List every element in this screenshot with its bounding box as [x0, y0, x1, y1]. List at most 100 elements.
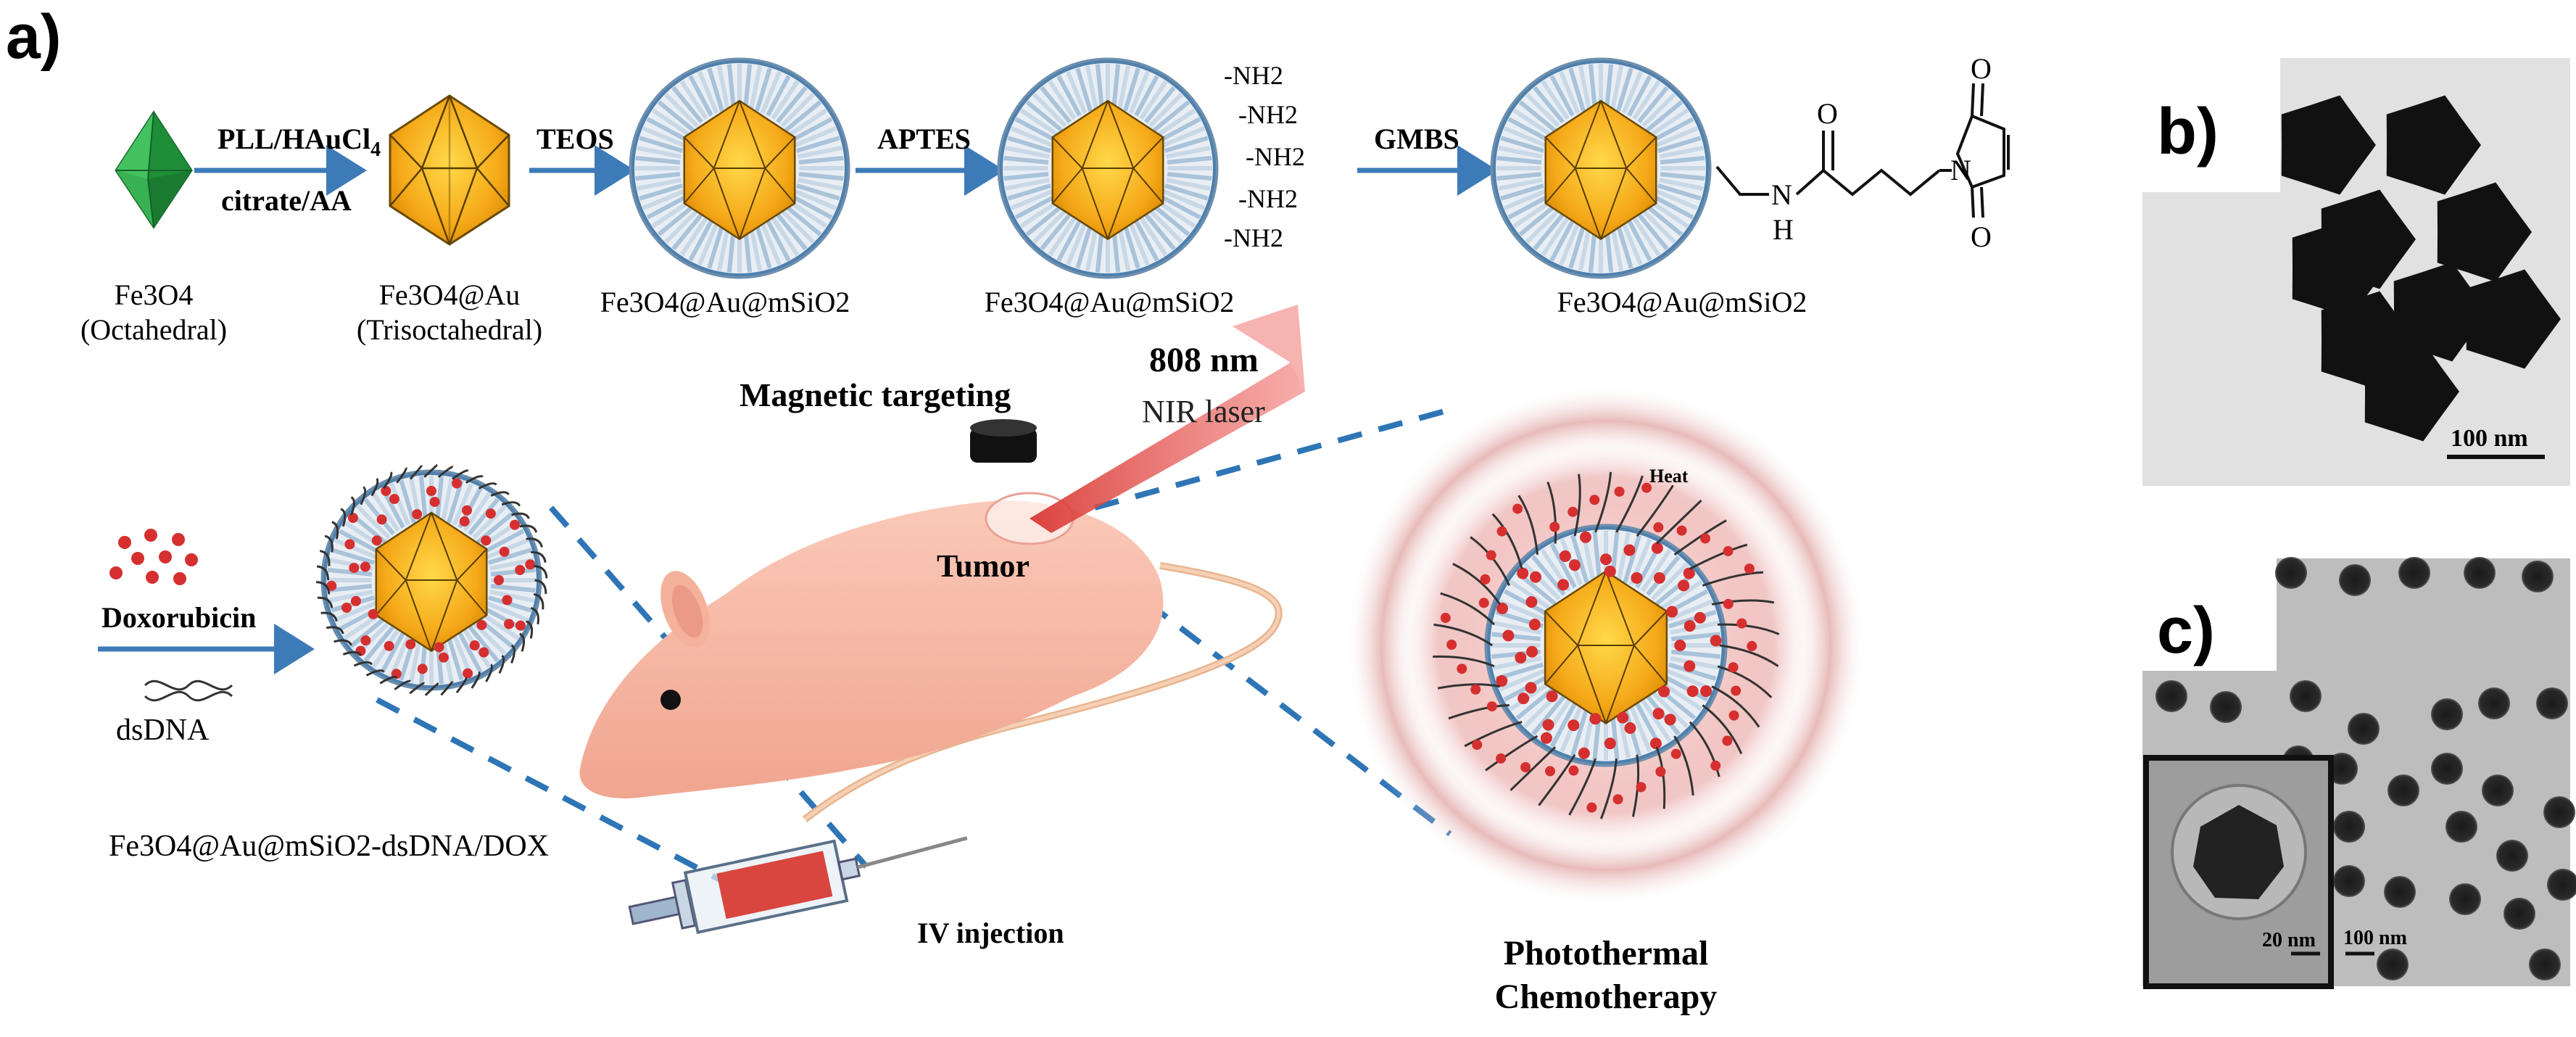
atom-o3: O [1971, 220, 1992, 253]
inset-core [2193, 805, 2284, 899]
dsdna-strand [379, 675, 398, 685]
dsdna-strand [394, 679, 411, 690]
tem-sphere [2529, 949, 2561, 980]
tem-sphere [2339, 564, 2371, 596]
linker-atoms: O N H N O O [1771, 52, 1992, 253]
dsdna-strand [1509, 746, 1557, 791]
dox-molecule [1520, 762, 1531, 773]
dsdna-strand [396, 467, 407, 484]
dsdna-strand [440, 681, 454, 696]
doxorubicin-label: Doxorubicin [102, 601, 256, 634]
dsdna-strand [1464, 721, 1523, 748]
step3-reagent: APTES [877, 123, 971, 155]
tem-sphere [2536, 687, 2568, 719]
dsdna-strand [409, 465, 423, 480]
dox-molecule [1600, 553, 1612, 566]
dox-molecule [1653, 522, 1664, 533]
dox-molecule [1512, 503, 1523, 514]
dox-molecule [1589, 713, 1602, 725]
dox-molecule [1496, 602, 1509, 614]
dsdna-strand [534, 579, 547, 595]
tem-sphere [2210, 691, 2242, 723]
dsdna-strand [1485, 735, 1538, 772]
dox-molecule [1517, 693, 1530, 705]
dsdna-strand [317, 596, 334, 608]
fe3o4-au-msio2-particle-icon-3 [1490, 57, 1712, 279]
tem-particle [2437, 182, 2532, 282]
dsdna-strand [510, 644, 515, 664]
dsdna-strand [490, 491, 510, 497]
dsdna-strand [1440, 592, 1495, 626]
dox-molecule [438, 652, 449, 663]
dox-molecule [1617, 711, 1629, 724]
dsdna-label: dsDNA [116, 714, 210, 747]
iv-injection-label: IV injection [917, 917, 1064, 949]
tem-particle [2281, 95, 2376, 195]
dsdna-strand [530, 606, 539, 625]
dsdna-strand [409, 682, 425, 695]
dox-molecule [1496, 526, 1507, 537]
dox-molecule [1731, 685, 1742, 696]
gmbs-linker-structure [1715, 83, 2010, 218]
dox-molecule [1496, 753, 1507, 764]
mouse-eye [660, 690, 681, 710]
dox-molecule [1546, 690, 1558, 703]
dsdna-strand [1673, 735, 1694, 796]
loaded-particle-icon [315, 463, 548, 696]
dsdna-strand [342, 650, 363, 656]
tem-sphere [2384, 876, 2416, 908]
dox-molecule [459, 516, 470, 527]
magnetic-targeting-label: Magnetic targeting [740, 376, 1011, 413]
dox-molecule [1526, 645, 1538, 658]
atom-h1: H [1773, 213, 1794, 246]
atom-n2: N [1950, 154, 1971, 186]
tem-image-b: 100 nm [2142, 58, 2570, 486]
dox-molecule [525, 559, 536, 570]
dox-molecule [504, 619, 515, 629]
dox-molecule [462, 505, 473, 516]
dox-molecule [1652, 708, 1665, 720]
dox-molecule [347, 513, 358, 524]
amine-groups: -NH2 -NH2 -NH2 -NH2 -NH2 [1224, 61, 1305, 252]
dsdna-strand [315, 581, 331, 595]
dsdna-strand [1711, 599, 1775, 606]
panel-label-c: c) [2157, 595, 2215, 667]
tem-sphere [2348, 713, 2380, 745]
dox-molecule [1559, 550, 1571, 562]
atom-n1: N [1771, 178, 1792, 211]
dox-molecule [1747, 640, 1757, 651]
dox-molecule [341, 603, 352, 613]
dox-molecule [1568, 559, 1581, 571]
tem-sphere [2333, 865, 2365, 897]
dox-molecule [405, 639, 416, 650]
dox-molecule [1457, 664, 1467, 674]
gold-core [375, 511, 488, 653]
scale-label-c-inset: 20 nm [2262, 929, 2316, 951]
tem-sphere [2431, 698, 2463, 730]
dsdna-strand [1433, 623, 1494, 647]
dox-molecule [1542, 719, 1554, 731]
dox-molecule [1525, 596, 1538, 608]
tem-particle [2393, 262, 2488, 362]
dox-molecule [502, 595, 513, 606]
dox-molecule [1604, 738, 1616, 750]
dsdna-strand [1448, 704, 1509, 720]
dox-molecule [1694, 611, 1706, 624]
dsdna-strand [452, 469, 469, 480]
dsdna-strand [1702, 704, 1743, 755]
tem-sphere [2445, 811, 2477, 843]
fe3o4-octahedron-icon [115, 110, 193, 229]
dox-molecule [1664, 714, 1676, 726]
tem-sphere [2522, 561, 2554, 592]
dox-molecule [1525, 682, 1537, 694]
dsdna-strand [423, 463, 439, 478]
dsdna-strand [478, 482, 497, 489]
dsdna-strand [511, 512, 530, 519]
amine-label: -NH2 [1224, 223, 1283, 252]
tem-sphere [2377, 949, 2409, 980]
dox-molecule [1568, 765, 1579, 776]
dox-molecule [515, 564, 526, 575]
mouse-body [579, 500, 1164, 798]
dsdna-strand [465, 475, 484, 484]
